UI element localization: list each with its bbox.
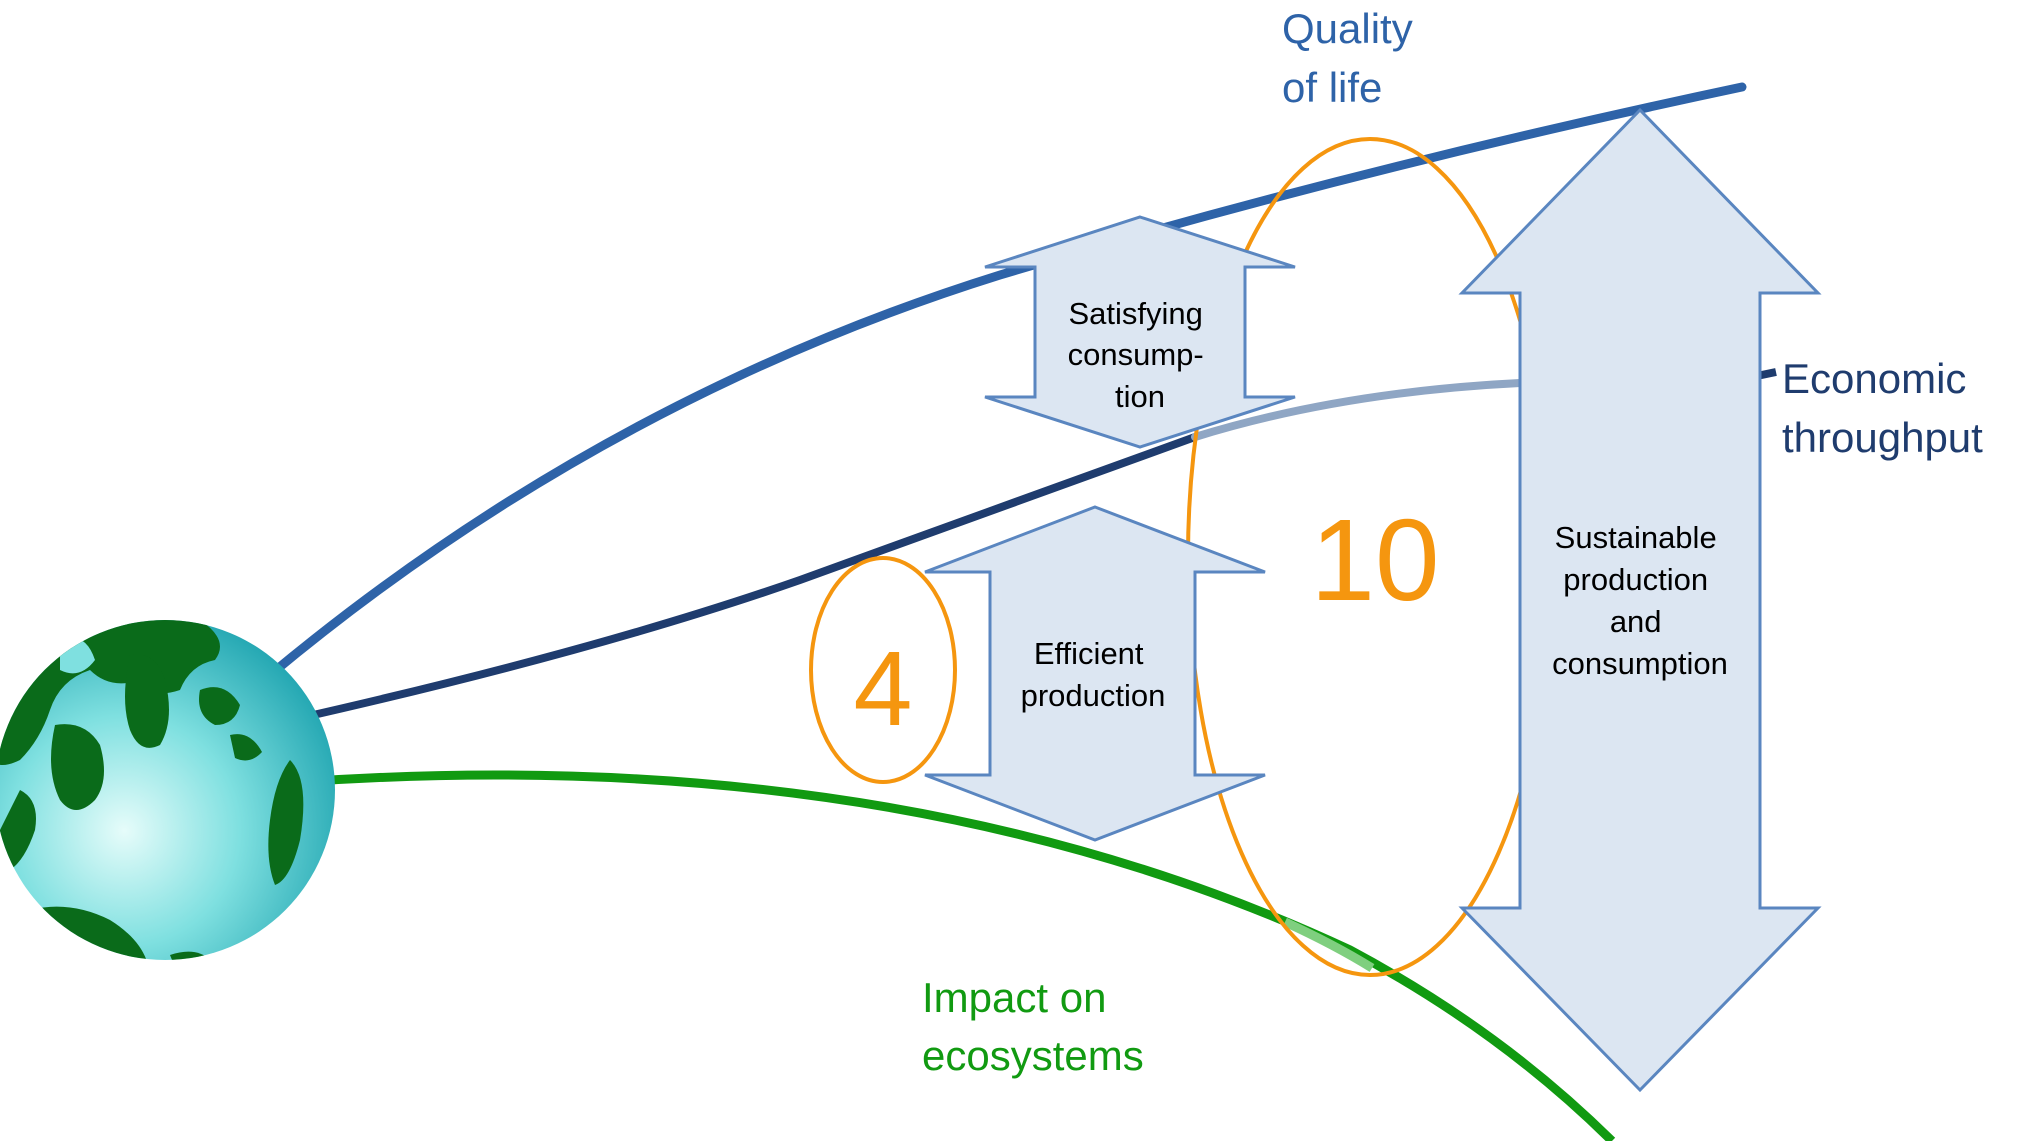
impact-on-ecosystems-curve: [299, 770, 1616, 1141]
quality-of-life-curve: [265, 82, 1747, 680]
factor-4-label: 4: [854, 630, 913, 748]
satisfying-consumption-arrow: [984, 215, 1296, 449]
efficient-production-label: Efficient production: [1021, 636, 1166, 713]
sustainable-production-arrow: [1458, 107, 1822, 1093]
factor-10-label: 10: [1310, 495, 1439, 625]
impact-on-ecosystems-faded-segment: [1283, 917, 1375, 972]
factor-4-ellipse: [809, 556, 957, 784]
economic-throughput-curve: [296, 433, 1199, 722]
economic-throughput-label: Economic throughput: [1782, 355, 1983, 461]
economic-throughput-faded-curve: [1191, 379, 1524, 441]
satisfying-consumption-label: Satisfying consump- tion: [1068, 296, 1213, 414]
globe-icon: [0, 620, 335, 960]
efficient-production-arrow: [924, 505, 1266, 842]
impact-on-ecosystems-label: Impact on ecosystems: [922, 974, 1144, 1079]
quality-of-life-label: Quality of life: [1282, 5, 1424, 111]
sustainable-production-label: Sustainable production and consumption: [1552, 520, 1728, 681]
